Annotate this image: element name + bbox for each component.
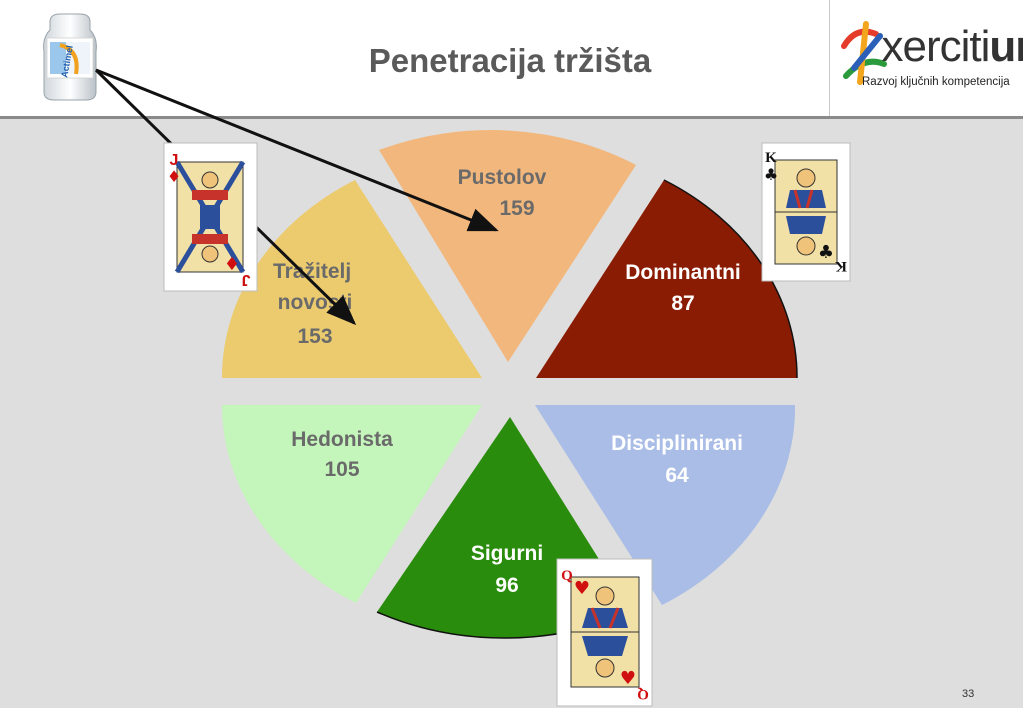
- segment-pustolov: [379, 130, 636, 362]
- card-jack-rank-top: J: [170, 152, 179, 169]
- card-king-rank-top: K: [765, 150, 777, 166]
- header-divider: [0, 116, 1023, 119]
- logo-tagline: Razvoj ključnih kompetencija: [862, 76, 1010, 88]
- label-pustolov: Pustolov: [458, 166, 547, 189]
- card-king-clubs: K ♣ K ♣: [761, 142, 851, 282]
- label-sigurni: Sigurni: [471, 542, 543, 565]
- value-dominantni: 87: [671, 292, 694, 315]
- segment-hedonista: [221, 405, 482, 603]
- page-number: 33: [962, 688, 975, 700]
- card-queen-suit-top: ♥: [574, 578, 590, 599]
- value-disciplinirani: 64: [665, 464, 689, 487]
- card-jack-diamonds: J ♦ J ♦: [163, 142, 258, 292]
- logo-wordmark: exercitium: [881, 22, 1023, 71]
- actimel-bottle-icon: Actimel: [43, 13, 97, 101]
- card-jack-suit-top: ♦: [167, 167, 181, 186]
- exercitium-logo: exercitium Razvoj ključnih kompetencija: [829, 0, 1023, 116]
- card-king-suit-bottom: ♣: [818, 242, 834, 263]
- card-king-rank-bottom: K: [835, 258, 847, 274]
- label-hedonista: Hedonista: [291, 428, 393, 451]
- segment-dominantni: [536, 180, 798, 378]
- card-jack-suit-bottom: ♦: [224, 254, 240, 275]
- value-trazitelj-novosti: 153: [297, 325, 332, 348]
- segment-trazitelj-novosti: [221, 180, 482, 378]
- label-disciplinirani: Disciplinirani: [611, 432, 743, 455]
- logo-swirl-icon: [841, 21, 887, 85]
- slide-title: Penetracija tržišta: [368, 42, 652, 79]
- arrow-to-pustolov: [95, 68, 499, 232]
- card-queen-suit-bottom: ♥: [620, 668, 636, 689]
- value-sigurni: 96: [495, 574, 518, 597]
- value-hedonista: 105: [324, 458, 359, 481]
- card-queen-rank-bottom: Q: [637, 686, 649, 702]
- value-pustolov: 159: [499, 197, 534, 220]
- label-trazitelj-line1: Tražitelj: [273, 260, 351, 283]
- card-king-suit-top: ♣: [764, 165, 778, 184]
- card-jack-rank-bottom: J: [242, 271, 251, 288]
- segment-disciplinirani: [535, 405, 796, 605]
- label-dominantni: Dominantni: [625, 261, 741, 284]
- card-queen-rank-top: Q: [561, 568, 573, 584]
- card-queen-hearts: Q ♥ Q ♥: [556, 558, 653, 707]
